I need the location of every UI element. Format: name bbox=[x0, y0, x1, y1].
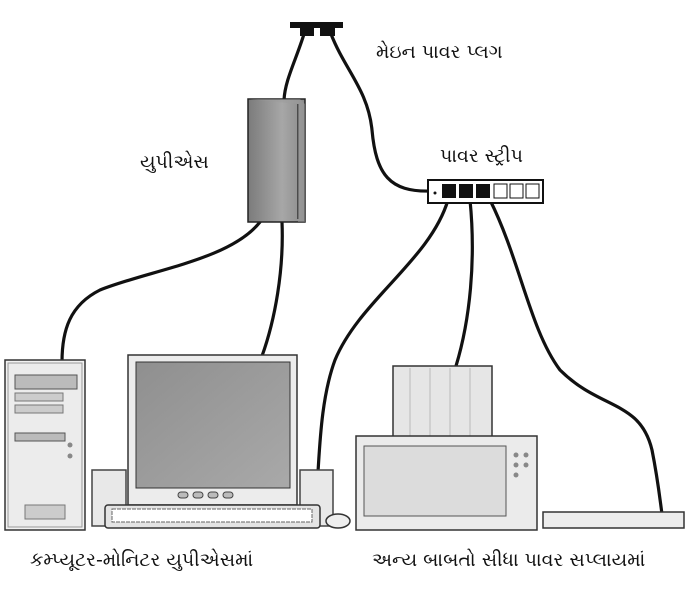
computer-monitor-label: કમ્પ્યૂટર-મોનિટર યુપીએસમાં bbox=[30, 549, 253, 571]
cable-strip-to-scanner bbox=[488, 198, 664, 516]
main-plug-label: મેઇન પાવર પ્લગ bbox=[376, 41, 503, 63]
others-direct-label: અન્ય બાબતો સીધા પાવર સપ્લાયમાં bbox=[372, 549, 645, 571]
mouse bbox=[325, 513, 351, 529]
flat-device bbox=[542, 511, 685, 529]
cable-ups-to-monitor bbox=[260, 220, 284, 358]
ups-unit bbox=[247, 98, 306, 223]
cable-plug-to-ups bbox=[282, 32, 306, 102]
cable-plug-to-strip bbox=[329, 32, 432, 193]
power-strip bbox=[427, 179, 544, 204]
cable-ups-to-computer bbox=[60, 220, 262, 364]
keyboard bbox=[104, 504, 321, 529]
main-power-plug bbox=[290, 22, 343, 36]
ups-label: યુપીએસ bbox=[140, 151, 209, 173]
power-strip-label: પાવર સ્ટ્રીપ bbox=[440, 145, 523, 167]
cable-strip-to-speaker bbox=[316, 198, 450, 474]
cables bbox=[60, 32, 664, 516]
printer bbox=[355, 365, 538, 531]
monitor bbox=[127, 354, 298, 506]
cable-strip-to-printer bbox=[454, 198, 474, 368]
computer-tower bbox=[4, 359, 86, 531]
